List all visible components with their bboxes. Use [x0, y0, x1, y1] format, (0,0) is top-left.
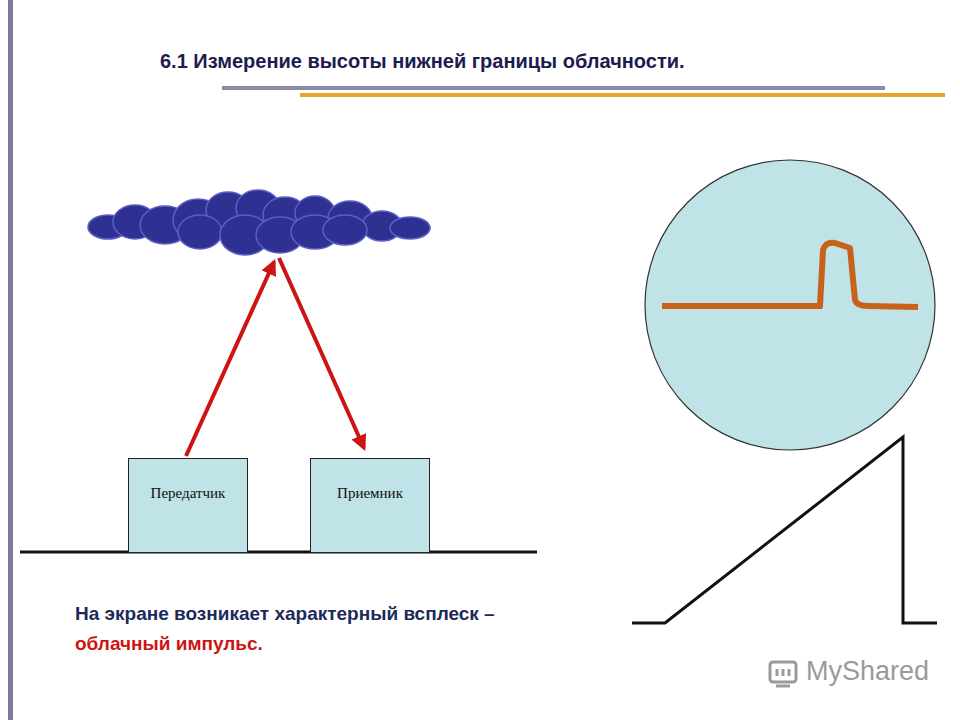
title-rule [300, 93, 945, 97]
screen [645, 160, 935, 450]
device-label: Передатчик [151, 485, 226, 502]
device-box: Приемник [310, 458, 430, 553]
device-label: Приемник [337, 485, 403, 502]
watermark-icon [770, 662, 796, 686]
title-rule [222, 86, 885, 90]
cloud [88, 190, 430, 255]
note-text: На экране возникает характерный всплеск … [75, 603, 495, 625]
reflected-ray [279, 258, 364, 448]
ground-line [20, 551, 537, 554]
transmit-ray [186, 262, 274, 456]
slide-title: 6.1 Измерение высоты нижней границы обла… [160, 50, 685, 73]
device-box: Передатчик [128, 458, 248, 553]
side-bar [8, 0, 13, 720]
watermark: MyShared [806, 656, 929, 687]
cloud-pulse [662, 243, 918, 307]
note-highlight: облачный импульс. [75, 633, 263, 655]
sweep-signal [632, 437, 937, 623]
